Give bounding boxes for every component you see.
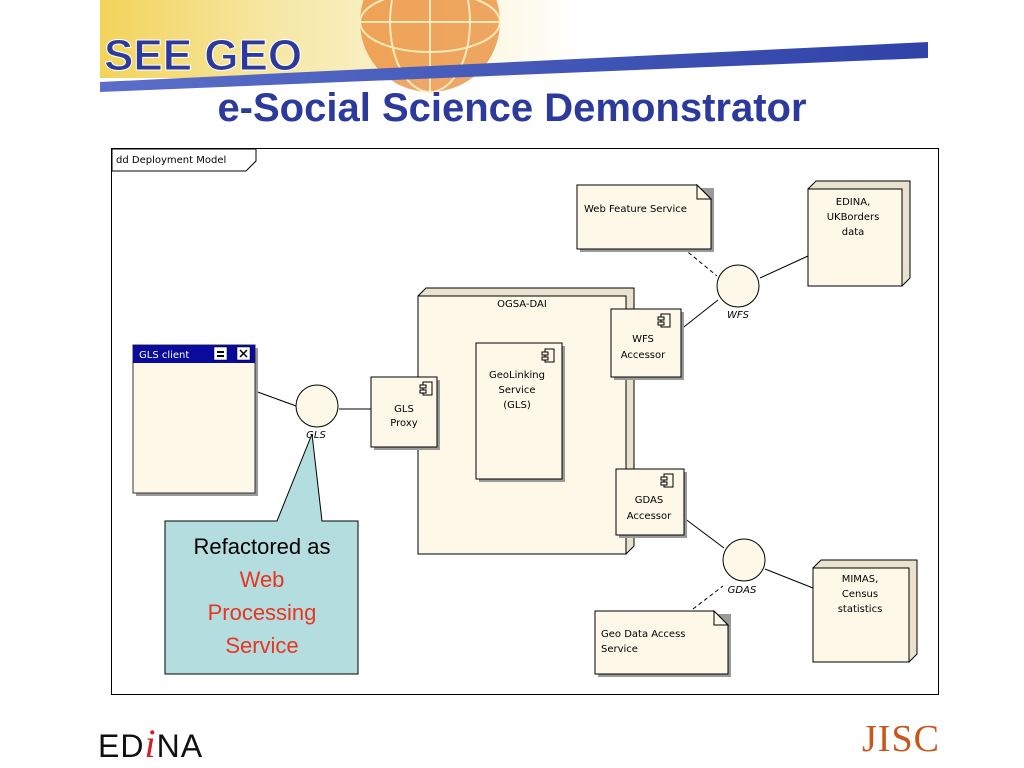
gdas-accessor-label-line1: GDAS <box>635 495 663 506</box>
diagram-frame <box>111 148 939 695</box>
gdas-note-text-line2: Service <box>601 644 638 655</box>
callout-highlight-line3: Service <box>225 633 299 658</box>
frame-label-tab <box>111 148 257 172</box>
connector-wfs-edina <box>759 255 809 279</box>
edina-logo-part3: NA <box>156 728 204 764</box>
wfs-accessor-component <box>610 308 684 380</box>
component-icon <box>419 381 433 396</box>
gls-interface-circle <box>295 384 339 428</box>
close-icon <box>236 346 251 361</box>
callout-box <box>164 433 359 675</box>
geolinking-label-line2: Service <box>499 385 536 396</box>
mimas-node <box>812 559 918 663</box>
gls-proxy-component <box>370 376 440 450</box>
edina-node-line2: UKBorders <box>827 212 880 223</box>
gls-client-title: GLS client <box>139 350 189 361</box>
page-title: e-Social Science Demonstrator <box>217 86 807 130</box>
edina-node <box>807 180 911 287</box>
jisc-logo: JISC <box>862 718 940 760</box>
mimas-node-line2: Census <box>842 589 878 600</box>
geolinking-label-line1: GeoLinking <box>489 370 545 381</box>
wfs-note-text: Web Feature Service <box>584 204 687 215</box>
connector-client-gls <box>254 390 297 407</box>
edina-logo-i: i <box>144 721 157 766</box>
wfs-accessor-label-line2: Accessor <box>621 350 666 361</box>
gls-proxy-label-line2: Proxy <box>390 418 417 429</box>
edina-node-line3: data <box>842 227 865 238</box>
gls-interface-label: GLS <box>306 430 326 441</box>
wfs-interface-label: WFS <box>727 310 750 321</box>
gdas-interface-label: GDAS <box>728 585 757 596</box>
edina-logo-part1: ED <box>98 728 145 764</box>
connector-gdas-mimas <box>764 568 814 589</box>
wfs-interface-circle <box>716 264 760 308</box>
component-icon <box>660 473 674 488</box>
callout-highlight-line1: Web <box>239 567 285 592</box>
component-icon <box>657 313 671 328</box>
minimize-icon <box>213 346 228 361</box>
callout-highlight-line2: Processing <box>207 600 317 625</box>
edina-node-line1: EDINA, <box>836 197 870 208</box>
mimas-node-line1: MIMAS, <box>842 574 879 585</box>
geolinking-component <box>475 342 565 482</box>
edina-logo: EDiNA <box>98 720 203 767</box>
component-icon <box>541 348 555 363</box>
see-geo-logo: SEE GEO <box>104 31 302 80</box>
note-link-wfs <box>682 247 718 277</box>
gdas-accessor-component <box>615 468 687 538</box>
banner-blue-stripe <box>100 42 928 92</box>
gdas-interface-circle <box>722 538 766 582</box>
wfs-note <box>576 183 714 252</box>
gdas-accessor-label-line2: Accessor <box>627 511 672 522</box>
ogsa-dai-label: OGSA-DAI <box>497 299 547 310</box>
wfs-accessor-label-line1: WFS <box>632 334 654 345</box>
frame-label: dd Deployment Model <box>116 155 226 166</box>
callout-line1: Refactored as <box>193 534 331 559</box>
mimas-node-line3: statistics <box>838 604 883 615</box>
geolinking-label-line3: (GLS) <box>503 400 531 411</box>
header-banner: SEE GEO <box>100 0 928 93</box>
note-link-gdas <box>692 585 724 610</box>
gdas-note <box>594 609 731 677</box>
gdas-note-text-line1: Geo Data Access <box>601 629 686 640</box>
callout-text: Refactored as Web Processing Service <box>166 530 358 662</box>
connector-gdas-interface <box>683 517 725 549</box>
gls-proxy-label-line1: GLS <box>394 404 414 415</box>
gls-client-window <box>132 344 258 496</box>
connector-wfs-interface <box>679 299 719 331</box>
